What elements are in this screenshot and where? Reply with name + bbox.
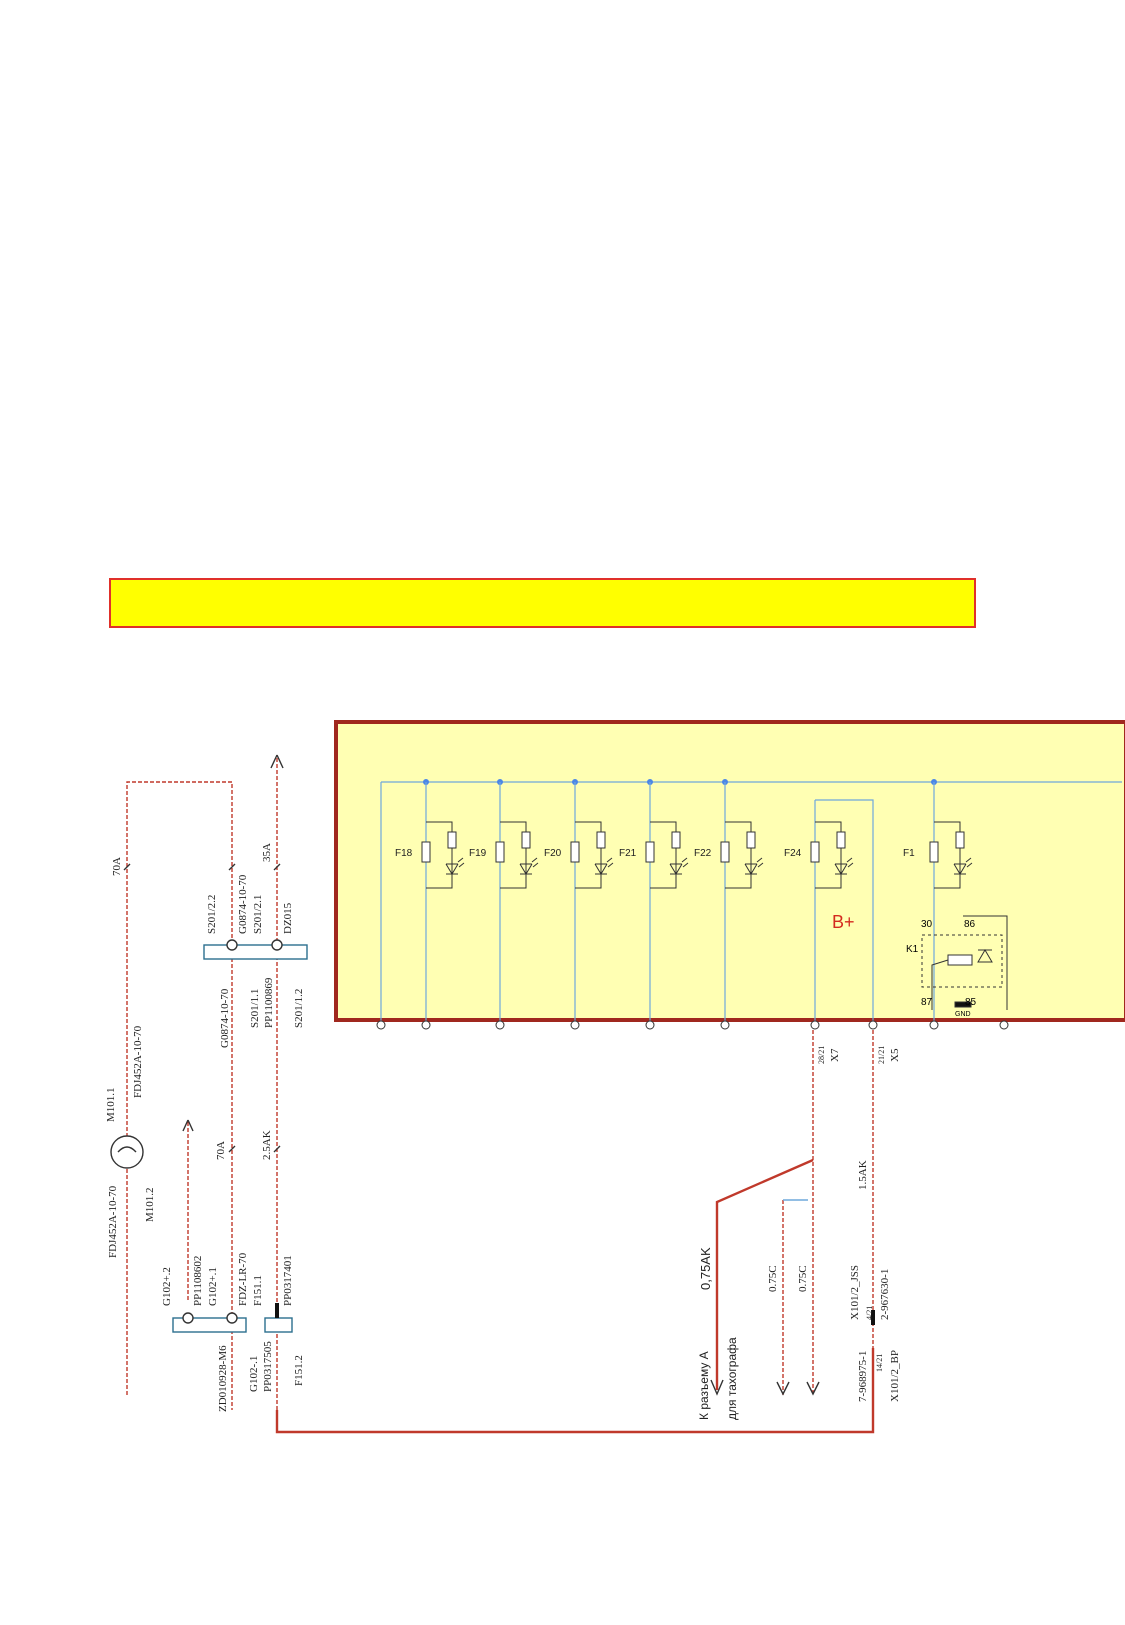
label-pp0317401: PP0317401: [282, 1255, 294, 1306]
right-wiring: [710, 1030, 875, 1396]
label-x5-pin: 21/21: [877, 1046, 886, 1064]
label-pp1100869: PP1100869: [263, 977, 275, 1028]
label-2-5ak: 2.5AK: [261, 1130, 273, 1160]
label-0-75c-a: 0.75C: [767, 1265, 779, 1292]
label-g102-1: G102+.1: [207, 1267, 219, 1306]
label-70a-mid: 70A: [215, 1141, 227, 1160]
right-labels: 28/21 X7 21/21 X5 1.5AK 0,75AK 0.75C 0.7…: [697, 1046, 901, 1420]
label-0-75c-b: 0.75C: [797, 1265, 809, 1292]
label-s201-1-1: S201/1.1: [249, 989, 261, 1028]
left-labels: M101.1 FDJ452A-10-70 FDJ452A-10-70 M101.…: [105, 843, 305, 1412]
label-g102-minus-1: G102-.1: [248, 1356, 260, 1392]
fuse-label-f19: F19: [469, 848, 487, 859]
label-x5: X5: [889, 1048, 901, 1062]
relay-pin-87: 87: [921, 997, 933, 1008]
label-35a: 35A: [261, 843, 273, 862]
label-x101-jss: X101/2_JSS: [849, 1265, 861, 1320]
label-fdj-top: FDJ452A-10-70: [132, 1025, 144, 1098]
label-f151-1: F151.1: [252, 1275, 264, 1306]
fuse-label-f21: F21: [619, 848, 637, 859]
bplus-label: B+: [832, 912, 855, 932]
label-fdz-lr: FDZ-LR-70: [237, 1252, 249, 1306]
label-1-5ak: 1.5AK: [857, 1160, 869, 1190]
highlight-banner: [109, 578, 976, 628]
label-x7: X7: [829, 1048, 841, 1062]
label-x101-pin-14: 14/21: [875, 1354, 884, 1372]
label-0-75ak: 0,75AK: [698, 1247, 713, 1290]
fuse-label-f1: F1: [903, 848, 915, 859]
label-pp1108602: PP1108602: [192, 1256, 204, 1306]
label-zd010928: ZD010928-M6: [217, 1345, 229, 1412]
relay-k1: [921, 915, 1008, 1010]
label-m101-1: M101.1: [105, 1087, 117, 1122]
label-g0874-top: G0874-10-70: [237, 874, 249, 934]
label-pp0317505: PP0317505: [262, 1341, 274, 1392]
fuse-label-f20: F20: [544, 848, 562, 859]
label-70a-top: 70A: [111, 857, 123, 876]
label-tacho-connector: К разъему А: [697, 1351, 711, 1420]
label-fdj-bottom: FDJ452A-10-70: [107, 1185, 119, 1258]
fuse-group: F18 F19 F20 F21 F22 F24 F1: [376, 779, 1009, 1030]
relay-pin-30: 30: [921, 919, 933, 930]
left-wiring: [110, 754, 875, 1434]
fuse-label-f24: F24: [784, 848, 802, 859]
label-tacho-device: для тахографа: [725, 1337, 739, 1420]
label-m101-2: M101.2: [144, 1187, 156, 1222]
label-x101-bp: X101/2_BP: [889, 1350, 901, 1402]
label-x101-pin-4: 4/21: [865, 1306, 874, 1320]
relay-pin-85: 85: [965, 997, 977, 1008]
label-s201-2-1: S201/2.1: [252, 895, 264, 934]
relay-name: K1: [906, 944, 919, 955]
label-7-968975: 7-968975-1: [857, 1351, 869, 1402]
fuse-label-f22: F22: [694, 848, 712, 859]
label-g0874-bottom: G0874-10-70: [219, 988, 231, 1048]
label-2-967630: 2-967630-1: [879, 1269, 891, 1320]
label-f151-2: F151.2: [293, 1355, 305, 1386]
label-s201-2-2: S201/2.2: [206, 895, 218, 934]
label-s201-1-2: S201/1.2: [293, 989, 305, 1028]
label-x7-pin: 28/21: [817, 1046, 826, 1064]
relay-pin-86: 86: [964, 919, 976, 930]
fuse-box: F18 F19 F20 F21 F22 F24 F1 B+ 30 86 87 85 K1 G…: [334, 720, 1125, 1030]
fuse-label-f18: F18: [395, 848, 413, 859]
label-g102-2: G102+.2: [161, 1267, 173, 1306]
motor-icon: [110, 1135, 144, 1169]
label-dz015: DZ015: [282, 902, 294, 934]
fuse-box-frame: [334, 720, 1125, 1022]
relay-ground: GND: [955, 1011, 971, 1018]
